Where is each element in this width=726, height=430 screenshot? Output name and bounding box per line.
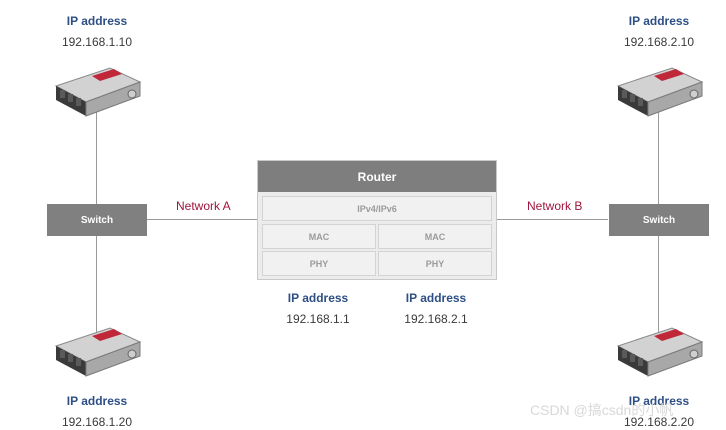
ecu-device-icon [54,327,142,377]
host-a2-ip: IP address 192.168.1.20 [37,394,157,430]
router-interface-b-ip: IP address 192.168.2.1 [376,291,496,327]
ip-value: 192.168.1.10 [61,35,133,49]
ip-value: 192.168.1.20 [61,415,133,429]
ip-label: IP address [628,394,690,408]
host-b1-ip: IP address 192.168.2.10 [599,14,719,50]
network-b-label: Network B [527,199,583,213]
wire-network-a [146,219,258,220]
ecu-device-icon [616,327,704,377]
router-layer-ip: IPv4/IPv6 [262,196,492,221]
router-layer-phy-a: PHY [262,251,376,276]
ip-value: 192.168.2.10 [623,35,695,49]
ip-label: IP address [66,14,128,28]
router-interface-a-ip: IP address 192.168.1.1 [258,291,378,327]
ip-value: 192.168.2.1 [404,312,468,326]
router-layer-phy-b: PHY [378,251,492,276]
watermark: CSDN @搞csdn的小帆 [530,402,674,418]
switch-left: Switch [47,204,147,236]
ip-value: 192.168.1.1 [286,312,350,326]
switch-right: Switch [609,204,709,236]
ecu-device-icon [616,67,704,117]
ip-label: IP address [405,291,467,305]
host-a1-ip: IP address 192.168.1.10 [37,14,157,50]
ip-value: 192.168.2.20 [623,415,695,429]
ip-label: IP address [66,394,128,408]
host-b2-ip: IP address 192.168.2.20 [599,394,719,430]
wire-network-b [496,219,608,220]
ecu-device-icon [54,67,142,117]
router: Router IPv4/IPv6 MAC MAC PHY PHY [257,160,497,280]
router-layer-mac-b: MAC [378,224,492,249]
ip-label: IP address [628,14,690,28]
ip-label: IP address [287,291,349,305]
router-title: Router [258,161,496,192]
router-layer-mac-a: MAC [262,224,376,249]
network-a-label: Network A [176,199,231,213]
